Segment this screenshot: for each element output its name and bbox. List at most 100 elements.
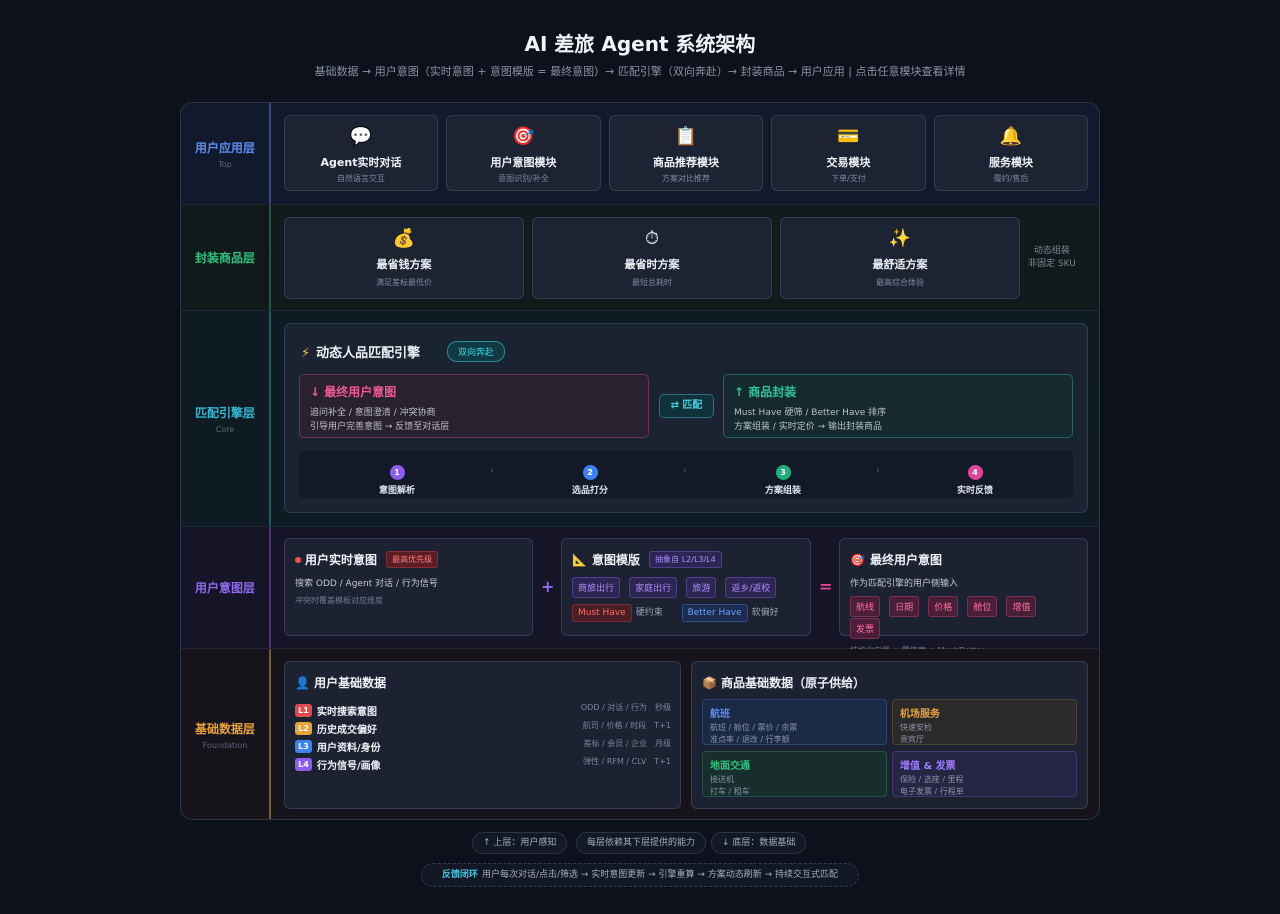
red-dot-icon	[295, 556, 301, 563]
supply-cell-line-1: 航班 / 舱位 / 票价 / 余票	[710, 723, 798, 732]
step-realtime-feedback[interactable]: 4 实时反馈	[925, 460, 1025, 496]
plus-operator: +	[541, 577, 555, 596]
card-intent-module[interactable]: 🎯 用户意图模块 意图识别/补全	[446, 115, 601, 191]
match-engine-panel[interactable]: ⚡动态人品匹配引擎 双向奔赴 ↓ 最终用户意图 追问补全 / 意图澄清 / 冲突…	[284, 323, 1088, 513]
layer-engine-name: 匹配引擎层	[194, 405, 255, 420]
card-recommend-module[interactable]: 📋 商品推荐模块 方案对比推荐	[609, 115, 763, 191]
supply-cell-line-2: 准点率 / 退改 / 行李额	[710, 735, 790, 744]
feedback-loop-bar: 反馈闭环用户每次对话/点击/筛选 → 实时意图更新 → 引擎重算 → 方案动态刷…	[421, 863, 859, 887]
note-line-1: 动态组装	[1033, 246, 1070, 256]
card-title: 最舒适方案	[872, 258, 928, 271]
scene-chip[interactable]: 旅游	[686, 577, 717, 598]
card-title: 最省钱方案	[376, 258, 432, 271]
level-badge: L4	[295, 758, 312, 771]
final-user-intent-title: 最终用户意图	[870, 553, 943, 567]
person-icon: 👤	[295, 676, 310, 690]
final-intent-title: ↓ 最终用户意图	[310, 385, 397, 399]
level-detail: 差标 / 会员 / 企业 月级	[583, 739, 671, 748]
supply-cell-line-1: 接送机	[710, 775, 734, 784]
card-transaction-module[interactable]: 💳 交易模块 下单/支付	[771, 115, 926, 191]
supply-cell-flight[interactable]: 航班 航班 / 舱位 / 票价 / 余票 准点率 / 退改 / 行李额	[702, 699, 887, 745]
card-title: 用户意图模块	[490, 156, 557, 169]
package-icon: 📦	[702, 676, 717, 690]
realtime-intent-box[interactable]: 用户实时意图 最高优先级 搜索 ODD / Agent 对话 / 行为信号 冲突…	[284, 538, 533, 636]
dimension-chip: 航线	[850, 596, 881, 617]
final-user-intent-box[interactable]: 🎯 最终用户意图 作为匹配引擎的用户侧输入 航线 日期 价格 舱位 增值 发票 …	[839, 538, 1088, 655]
level-detail: 弹性 / RFM / CLV T+1	[583, 757, 671, 766]
step-label: 选品打分	[571, 486, 608, 496]
supply-cell-line-1: 保险 / 选座 / 里程	[900, 775, 964, 784]
layer-intent-label: 用户意图层	[181, 527, 271, 648]
dimension-chip: 舱位	[967, 596, 998, 617]
supply-cell-value-added[interactable]: 增值 & 发票 保险 / 选座 / 里程 电子发票 / 行程单	[892, 751, 1077, 797]
chat-bubble-icon: 💬	[349, 126, 373, 147]
credit-card-icon: 💳	[837, 126, 860, 147]
card-desc: 最短总耗时	[632, 278, 672, 287]
card-cheapest-plan[interactable]: 💰 最省钱方案 满足差标最低价	[284, 217, 524, 299]
card-desc: 下单/支付	[831, 174, 866, 183]
card-desc: 自然语言交互	[337, 174, 385, 183]
supply-cell-title: 机场服务	[900, 709, 940, 720]
target-icon: 🎯	[850, 553, 865, 567]
supply-cell-title: 航班	[710, 709, 730, 720]
layer-package-name: 封装商品层	[194, 251, 255, 265]
card-service-module[interactable]: 🔔 服务模块 履约/售后	[934, 115, 1088, 191]
money-bag-icon: 💰	[392, 228, 416, 249]
supply-cell-ground-transport[interactable]: 地面交通 接送机 打车 / 租车	[702, 751, 887, 797]
final-user-intent-desc: 作为匹配引擎的用户侧输入	[850, 579, 959, 589]
step-arrow-icon: ›	[876, 466, 880, 476]
step-intent-parse[interactable]: 1 意图解析	[347, 460, 447, 496]
engine-steps: 1 意图解析 › 2 选品打分 › 3 方案组装 › 4	[299, 450, 1073, 498]
final-intent-box[interactable]: ↓ 最终用户意图 追问补全 / 意图澄清 / 冲突协商 引导用户完善意图 → 反…	[299, 374, 649, 438]
goods-packaging-line-1: Must Have 硬筛 / Better Have 排序	[734, 408, 887, 418]
scene-chip[interactable]: 返乡/返校	[725, 577, 777, 598]
stopwatch-icon: ⏱	[644, 228, 660, 249]
layer-app-label: 用户应用层 Top	[181, 103, 271, 204]
better-have-text: 软偏好	[751, 608, 779, 618]
lightning-icon: ⚡	[301, 346, 311, 361]
supply-cell-line-2: 电子发票 / 行程单	[900, 787, 964, 796]
level-label: 用户资料/身份	[317, 743, 381, 754]
supply-cell-airport-service[interactable]: 机场服务 快速安检 贵宾厅	[892, 699, 1077, 745]
card-fastest-plan[interactable]: ⏱ 最省时方案 最短总耗时	[532, 217, 772, 299]
data-level-row[interactable]: L4 行为信号/画像 弹性 / RFM / CLV T+1	[295, 754, 671, 772]
must-have-text: 硬约束	[635, 608, 663, 618]
bidirectional-badge: 双向奔赴	[447, 341, 506, 362]
scene-chip[interactable]: 商旅出行	[572, 577, 621, 598]
intent-template-box[interactable]: 📐 意图模版 抽象自 L2/L3/L4 商旅出行 家庭出行 旅游 返乡/返校 M…	[561, 538, 811, 636]
legend-up-pill: ↑ 上层：用户感知	[472, 832, 568, 854]
architecture-frame: 用户应用层 Top 💬 Agent实时对话 自然语言交互 🎯 用户意图模块 意图…	[180, 102, 1100, 820]
layer-base-sub: Foundation	[202, 741, 248, 750]
must-have-chip: Must Have	[572, 604, 632, 622]
layer-engine: 匹配引擎层 Core ⚡动态人品匹配引擎 双向奔赴 ↓ 最终用户意图 追问补全 …	[181, 311, 1099, 527]
step-number: 3	[775, 465, 791, 480]
supply-cell-line-2: 打车 / 租车	[710, 787, 750, 796]
card-desc: 满足差标最低价	[376, 278, 432, 287]
layer-package: 封装商品层 💰 最省钱方案 满足差标最低价 ⏱ 最省时方案 最短总耗时 ✨ 最舒…	[181, 205, 1099, 311]
card-desc: 最高综合体验	[876, 278, 924, 287]
level-label: 实时搜索意图	[317, 707, 377, 718]
card-title: 交易模块	[826, 156, 871, 169]
step-product-score[interactable]: 2 选品打分	[540, 460, 640, 496]
supply-cell-title: 地面交通	[710, 761, 750, 772]
note-line-2: 非固定 SKU	[1028, 259, 1076, 269]
step-number: 1	[389, 465, 405, 480]
card-agent-chat[interactable]: 💬 Agent实时对话 自然语言交互	[284, 115, 438, 191]
step-plan-assembly[interactable]: 3 方案组装	[733, 460, 833, 496]
layer-base-name: 基础数据层	[194, 722, 255, 736]
card-comfort-plan[interactable]: ✨ 最舒适方案 最高综合体验	[780, 217, 1020, 299]
page-title: AI 差旅 Agent 系统架构	[524, 32, 756, 56]
level-label: 行为信号/画像	[317, 761, 381, 772]
match-chip: ⇄ 匹配	[659, 394, 714, 418]
card-title: 商品推荐模块	[653, 156, 719, 169]
better-have-chip: Better Have	[681, 604, 748, 622]
feedback-key: 反馈闭环	[441, 870, 478, 880]
scene-chip[interactable]: 家庭出行	[629, 577, 678, 598]
goods-base-data-box[interactable]: 📦 商品基础数据（原子供给） 航班 航班 / 舱位 / 票价 / 余票 准点率 …	[691, 661, 1088, 809]
goods-packaging-box[interactable]: ↑ 商品封装 Must Have 硬筛 / Better Have 排序 方案组…	[723, 374, 1073, 438]
